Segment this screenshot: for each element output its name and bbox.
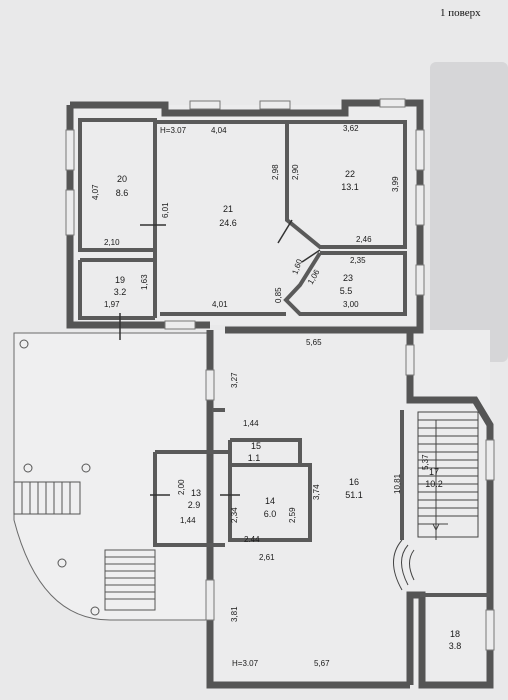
dimension-label: 3,27 [230, 372, 239, 388]
dimension-label: 3,74 [312, 484, 321, 500]
side-tab [430, 62, 508, 362]
interior-staircase [417, 411, 479, 540]
dimension-label: 1,63 [140, 274, 149, 290]
room-area: 10.2 [425, 479, 443, 489]
dimension-label: 4,01 [212, 300, 228, 309]
ceiling-height-label: H=3.07 [232, 659, 259, 668]
dimension-label: 4,07 [91, 184, 100, 200]
floor-fill-north [70, 105, 420, 325]
room-area: 13.1 [341, 182, 359, 192]
windows [65, 98, 495, 651]
door-marks [119, 219, 321, 496]
ceiling-height-label: H=3.07 [160, 126, 187, 135]
dimension-label: 2,46 [356, 235, 372, 244]
room-number: 14 [265, 496, 275, 506]
dimension-label: 4,04 [211, 126, 227, 135]
room-area: 3.2 [114, 287, 127, 297]
dimension-label: 1,44 [243, 419, 259, 428]
room-number: 23 [343, 273, 353, 283]
room-number: 21 [223, 204, 233, 214]
dimension-label: 3,99 [391, 176, 400, 192]
terrace-post [81, 463, 91, 473]
room-labels: 20 8.6 21 24.6 22 13.1 23 5.5 19 3.2 16 … [114, 169, 462, 651]
dimension-label: 2,34 [230, 507, 239, 523]
room-number: 22 [345, 169, 355, 179]
terrace-post [19, 339, 29, 349]
terrace-post [23, 463, 33, 473]
terrace-stairs-upper [13, 481, 81, 515]
room-number: 20 [117, 174, 127, 184]
terrace-outline [13, 332, 211, 621]
room-number: 19 [115, 275, 125, 285]
dimension-label: 0,85 [274, 287, 283, 303]
dimension-label: 2,90 [291, 164, 300, 180]
room-number: 13 [191, 488, 201, 498]
dimension-label: 3,81 [230, 606, 239, 622]
dimension-label: 2,59 [288, 507, 297, 523]
room-area: 1.1 [248, 453, 261, 463]
dimension-label: 6,01 [161, 202, 170, 218]
room-area: 2.9 [188, 500, 201, 510]
terrace-post [57, 558, 67, 568]
dimension-label: 1,97 [104, 300, 120, 309]
dimension-label: 2,61 [259, 553, 275, 562]
dimension-label: 2,00 [177, 479, 186, 495]
dimension-label: 3,00 [343, 300, 359, 309]
room-number: 15 [251, 441, 261, 451]
dimension-label: 3,62 [343, 124, 359, 133]
terrace-stairs-lower [104, 549, 156, 611]
dimension-label: 10,81 [393, 473, 402, 494]
room-area: 8.6 [116, 188, 129, 198]
room-number: 16 [349, 477, 359, 487]
dimension-label: 2,10 [104, 238, 120, 247]
sheet-title: 1 поверх [440, 7, 481, 19]
terrace-post [90, 606, 100, 616]
room-area: 3.8 [449, 641, 462, 651]
room-area: 5.5 [340, 286, 353, 296]
room-area: 24.6 [219, 218, 237, 228]
room-number: 18 [450, 629, 460, 639]
room-area: 6.0 [264, 509, 277, 519]
dimension-label: 2.44 [244, 535, 260, 544]
dimension-label: 5,67 [314, 659, 330, 668]
room-number: 17 [429, 467, 439, 477]
dimension-label: 2,98 [271, 164, 280, 180]
inner-walls [78, 118, 490, 597]
dimension-label: 1,44 [180, 516, 196, 525]
room-area: 51.1 [345, 490, 363, 500]
curved-steps [393, 539, 415, 591]
dimension-label: 5,65 [306, 338, 322, 347]
dimension-label: 2,35 [350, 256, 366, 265]
dimension-label: 5,37 [421, 454, 430, 470]
